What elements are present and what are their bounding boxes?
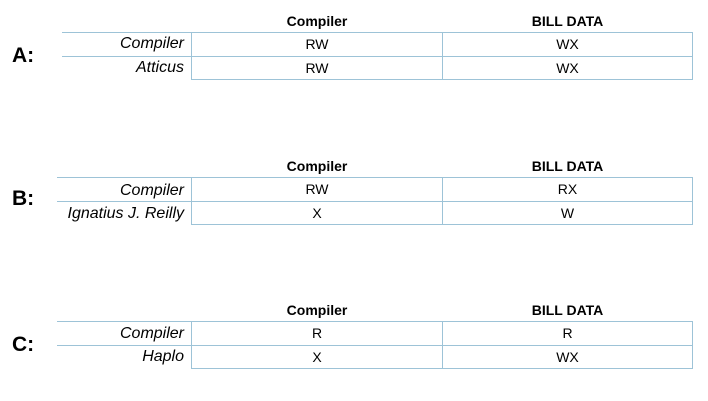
section-label: A:: [12, 44, 35, 67]
column-header-compiler: Compiler: [286, 13, 348, 29]
table-left-border: [191, 32, 192, 80]
row-label-ignatius-j-reilly: Ignatius J. Reilly: [67, 205, 185, 222]
column-header-bill-data: BILL DATA: [531, 302, 604, 318]
row-divider: [62, 56, 692, 57]
section-b: B: Compiler BILL DATA Compiler RW RX Ign…: [0, 155, 708, 235]
row-label-compiler: Compiler: [119, 325, 184, 342]
table-left-border: [191, 321, 192, 369]
column-header-compiler: Compiler: [286, 302, 348, 318]
row-divider: [57, 201, 692, 202]
column-divider: [442, 177, 443, 225]
section-c: C: Compiler BILL DATA Compiler R R Haplo…: [0, 299, 708, 379]
table-cell: RX: [557, 181, 578, 197]
table-right-border: [692, 321, 693, 369]
column-header-bill-data: BILL DATA: [531, 13, 604, 29]
table-cell: W: [560, 205, 575, 221]
table-right-border: [692, 177, 693, 225]
table-cell: WX: [556, 60, 579, 76]
table-cell: X: [312, 205, 322, 221]
table-cell: RW: [305, 60, 329, 76]
table-cell: WX: [556, 36, 579, 52]
row-label-haplo: Haplo: [142, 348, 184, 365]
table-cell: RW: [305, 36, 329, 52]
column-divider: [442, 321, 443, 369]
column-header-compiler: Compiler: [286, 158, 348, 174]
column-divider: [442, 32, 443, 80]
column-header-bill-data: BILL DATA: [531, 158, 604, 174]
row-label-compiler: Compiler: [119, 35, 184, 52]
table-top-border: [57, 177, 692, 178]
table-cell: R: [311, 325, 323, 341]
table-cell: RW: [305, 181, 329, 197]
table-cell: X: [312, 349, 322, 365]
row-label-compiler: Compiler: [119, 182, 184, 199]
section-a: A: Compiler BILL DATA Compiler RW WX Att…: [0, 10, 708, 90]
table-cell: R: [562, 325, 573, 341]
table-left-border: [191, 177, 192, 225]
table-top-border: [62, 32, 692, 33]
table-top-border: [57, 321, 692, 322]
table-right-border: [692, 32, 693, 80]
row-divider: [57, 345, 692, 346]
table-cell: WX: [556, 349, 579, 365]
row-label-atticus: Atticus: [135, 59, 184, 76]
section-label: B:: [12, 187, 35, 210]
section-label: C:: [12, 333, 35, 356]
